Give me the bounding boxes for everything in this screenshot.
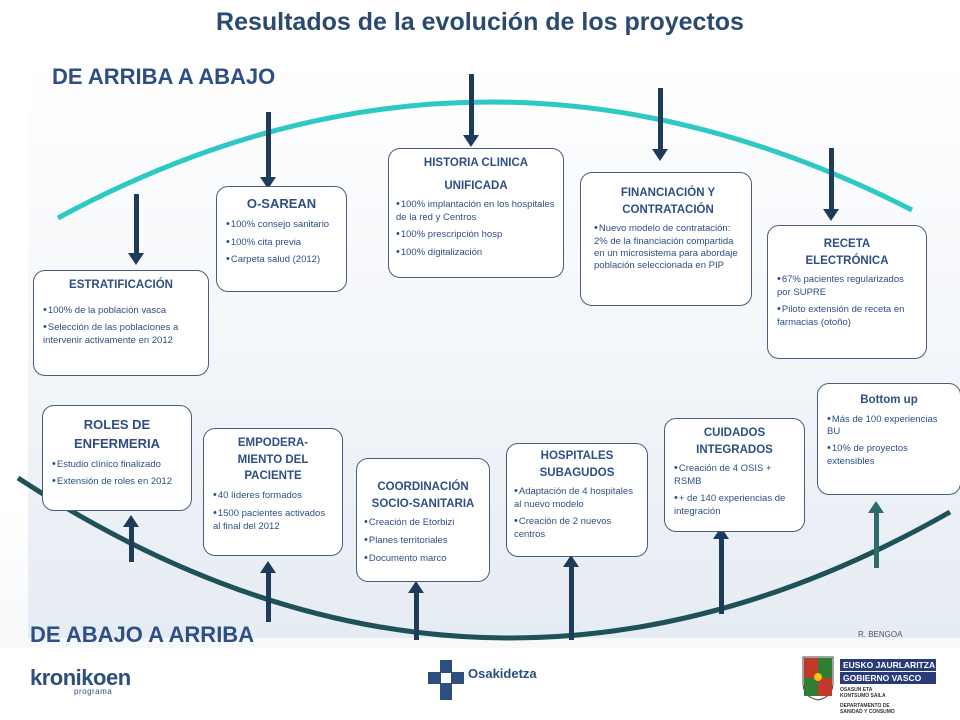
arrow-up-empoderamiento — [260, 561, 276, 622]
osakidetza-logo: Osakidetza — [428, 660, 537, 705]
top-down-caption: DE ARRIBA A ABAJO — [52, 64, 276, 89]
list-item: Nuevo modelo de contratación: 2% de la f… — [593, 222, 743, 271]
list-item: Creación de 4 OSIS + RSMB — [673, 462, 796, 488]
list-item: 100% cita previa — [225, 236, 338, 250]
card-empoderamiento: EMPODERA- MIENTO DEL PACIENTE 40 líderes… — [203, 428, 343, 556]
card-title: ESTRATIFICACIÓN — [69, 279, 173, 291]
gv-name-spanish: GOBIERNO VASCO — [840, 672, 936, 684]
list-item: Creación de 2 nuevos centros — [513, 515, 641, 541]
card-title: SOCIO-SANITARIA — [371, 497, 475, 510]
card-historia-clinica: HISTORIA CLINICA UNIFICADA 100% implanta… — [388, 148, 564, 278]
list-item: 100% digitalización — [395, 246, 557, 260]
arrow-up-bottom-up — [868, 501, 884, 568]
arrow-down-financiacion — [652, 88, 668, 161]
coat-of-arms-icon — [802, 656, 834, 701]
list-item: 10% de proyectos extensibles — [826, 442, 952, 468]
card-osarean: O-SAREAN 100% consejo sanitario 100% cit… — [216, 186, 347, 292]
list-item: Documento marco — [363, 552, 483, 566]
card-hospitales-subagudos: HOSPITALES SUBAGUDOS Adaptación de 4 hos… — [506, 443, 648, 557]
card-title: O-SAREAN — [246, 196, 317, 211]
card-title: INTEGRADOS — [696, 443, 773, 456]
card-title: CUIDADOS — [703, 427, 766, 439]
arrow-up-hospitales — [563, 555, 579, 640]
card-title: ELECTRÓNICA — [805, 254, 889, 267]
list-item: Planes territoriales — [363, 534, 483, 548]
card-title: SUBAGUDOS — [539, 466, 615, 479]
arrow-up-cuidados — [713, 527, 729, 614]
kronikoen-subtitle: programa — [74, 687, 113, 696]
card-estratificacion: ESTRATIFICACIÓN 100% de la población vas… — [33, 270, 209, 376]
footer — [0, 648, 960, 720]
card-title: CONTRATACIÓN — [622, 203, 714, 216]
list-item: 100% prescripción hosp — [395, 228, 557, 242]
card-bottom-up: Bottom up Más de 100 experiencias BU 10%… — [817, 383, 960, 495]
list-item: Selección de las poblaciones a interveni… — [42, 321, 200, 347]
osakidetza-wordmark: Osakidetza — [468, 666, 537, 681]
card-receta-electronica: RECETA ELECTRÓNICA 67% pacientes regular… — [767, 225, 927, 359]
card-title: Bottom up — [860, 394, 918, 406]
osakidetza-cross-icon — [428, 660, 464, 700]
card-financiacion: FINANCIACIÓN Y CONTRATACIÓN Nuevo modelo… — [580, 172, 752, 306]
bottom-up-caption: DE ABAJO A ARRIBA — [30, 622, 255, 647]
slide-title: Resultados de la evolución de los proyec… — [216, 8, 744, 36]
card-title: ROLES DE — [83, 417, 151, 432]
card-title: FINANCIACIÓN Y — [620, 187, 716, 199]
gv-department-basque: OSASUN ETA KONTSUMO SAILA — [840, 687, 886, 699]
arrow-up-roles — [123, 515, 139, 562]
top-down-arc — [56, 99, 914, 221]
list-item: Creación de Etorbizi — [363, 516, 483, 530]
arrow-down-receta — [823, 148, 839, 221]
arrow-down-estratificacion — [128, 194, 144, 265]
card-title: RECETA — [823, 238, 871, 250]
list-item: 100% implantación en los hospitales de l… — [395, 198, 557, 224]
list-item: Extensión de roles en 2012 — [51, 475, 183, 489]
list-item: 67% pacientes regularizados por SUPRE — [776, 273, 918, 299]
card-title: MIENTO DEL — [237, 453, 309, 466]
list-item: Estudio clínico finalizado — [51, 458, 183, 472]
card-title: COORDINACIÓN — [377, 481, 469, 493]
list-item: Carpeta salud (2012) — [225, 253, 338, 267]
list-item: Más de 100 experiencias BU — [826, 413, 952, 439]
card-title: UNIFICADA — [444, 179, 508, 192]
list-item: Adaptación de 4 hospitales al nuevo mode… — [513, 485, 641, 511]
gv-department-spanish: DEPARTAMENTO DE SANIDAD Y CONSUMO — [840, 703, 895, 715]
kronikoen-wordmark: kronikoen — [30, 665, 131, 690]
list-item: 40 líderes formados — [212, 489, 334, 503]
author-credit: R. BENGOA — [858, 630, 903, 639]
list-item: 1500 pacientes activados al final del 20… — [212, 507, 334, 533]
card-title: PACIENTE — [244, 470, 302, 483]
list-item: Piloto extensión de receta en farmacias … — [776, 303, 918, 329]
card-title: ENFERMERIA — [74, 435, 160, 451]
card-roles-enfermeria: ROLES DE ENFERMERIA Estudio clínico fina… — [42, 405, 192, 511]
card-coordinacion: COORDINACIÓN SOCIO-SANITARIA Creación de… — [356, 458, 490, 582]
card-title: HOSPITALES — [540, 450, 614, 462]
bottom-up-arc — [16, 475, 952, 641]
list-item: + de 140 experiencias de integración — [673, 492, 796, 518]
arrow-down-osarean — [260, 112, 276, 189]
gobierno-vasco-logo: EUSKO JAURLARITZA GOBIERNO VASCO OSASUN … — [800, 655, 936, 715]
arrow-up-coordinacion — [408, 581, 424, 640]
kronikoen-logo: kronikoen programa — [30, 665, 131, 696]
arrow-down-historia — [463, 74, 479, 147]
card-title: EMPODERA- — [237, 437, 309, 449]
card-title: HISTORIA CLINICA — [423, 157, 529, 169]
list-item: 100% consejo sanitario — [225, 218, 338, 232]
gv-name-basque: EUSKO JAURLARITZA — [840, 659, 936, 671]
list-item: 100% de la población vasca — [42, 304, 200, 318]
card-cuidados-integrados: CUIDADOS INTEGRADOS Creación de 4 OSIS +… — [664, 418, 805, 532]
